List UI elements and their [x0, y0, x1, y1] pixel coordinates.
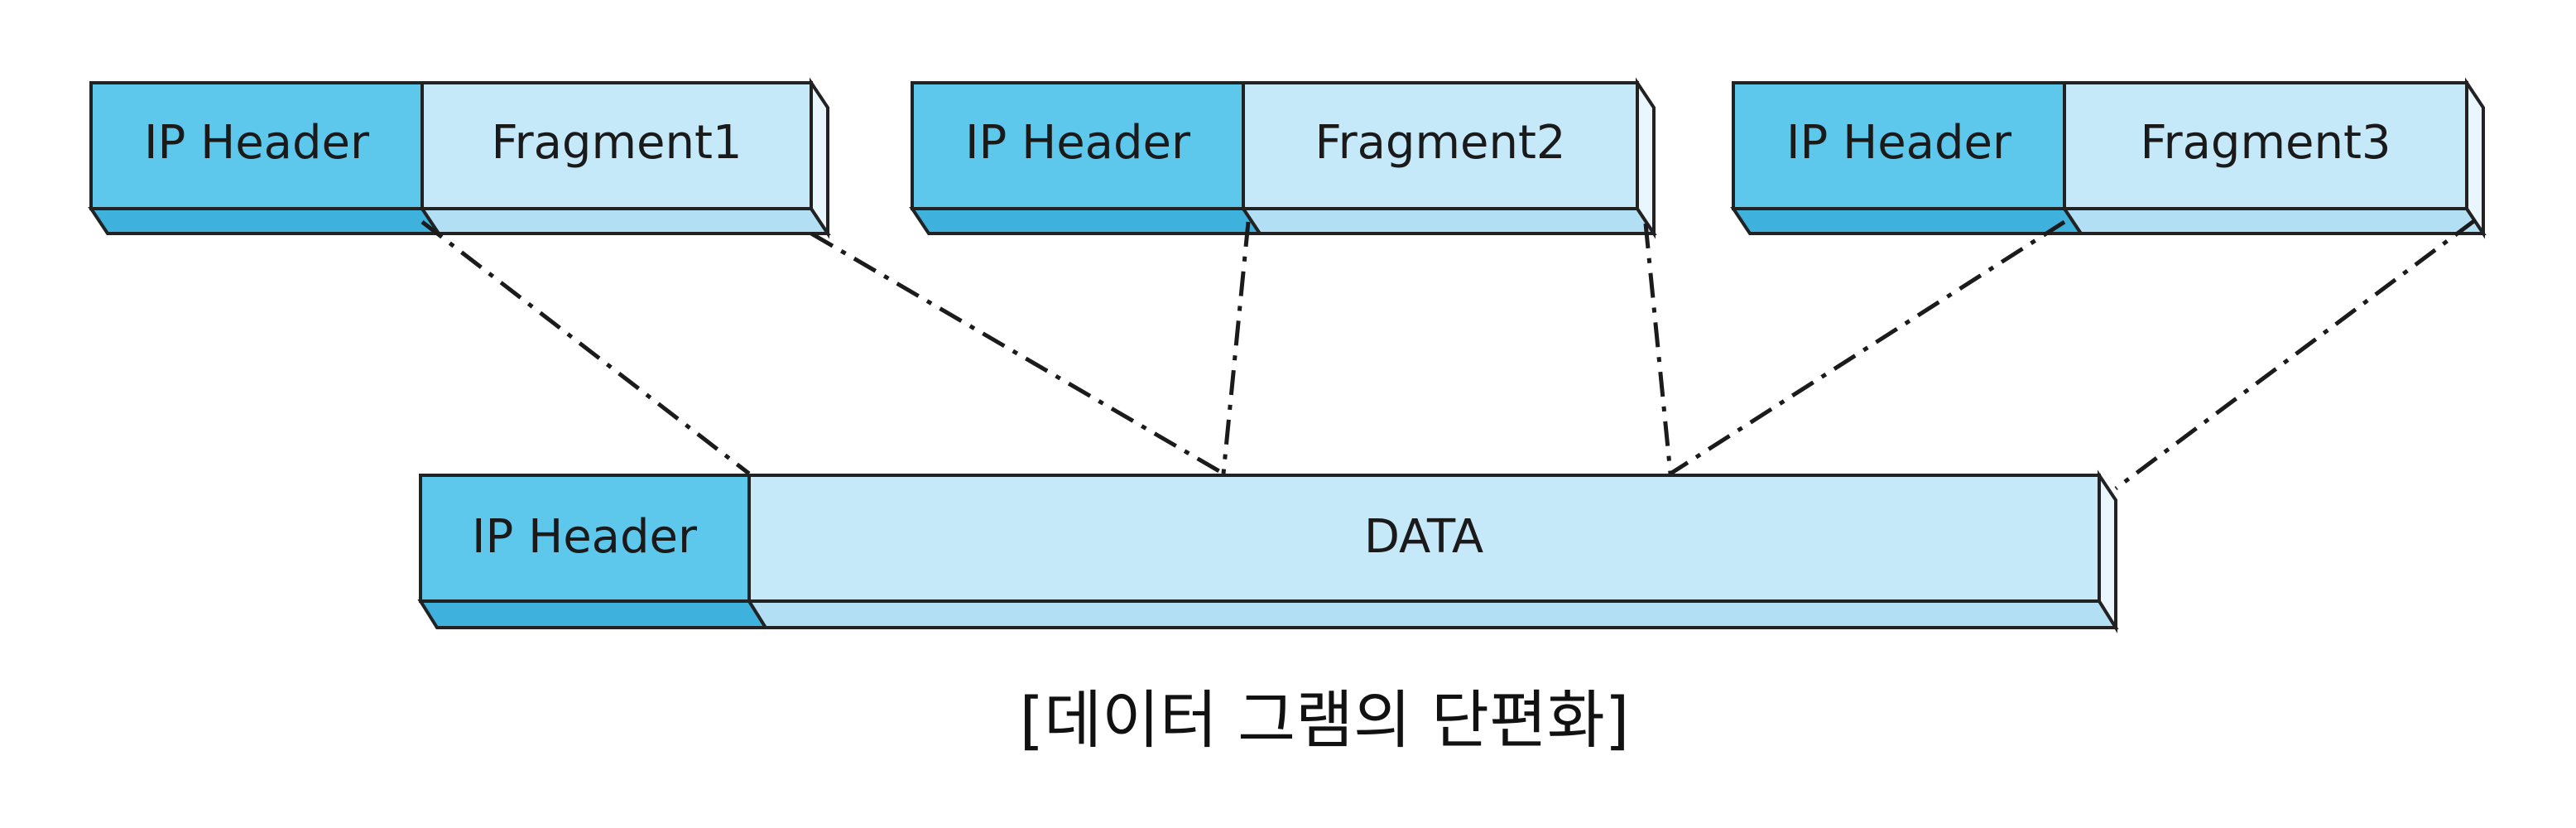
- fragment-2-side: [1636, 77, 1656, 239]
- datagram-data-label: DATA: [1364, 510, 1483, 564]
- datagram-header-bottom: [417, 599, 769, 629]
- original-datagram: IP Header DATA: [417, 469, 2119, 633]
- connector-f3-end: [2114, 218, 2477, 491]
- fragment-2-header-label: IP Header: [965, 116, 1191, 170]
- fragment-1-header-label: IP Header: [144, 116, 370, 170]
- fragment-3-data-bottom: [2061, 207, 2487, 235]
- fragment-1-label: Fragment1: [491, 116, 742, 170]
- fragment-1-data-box: [421, 81, 813, 210]
- datagram-side: [2098, 469, 2117, 633]
- connector-f1-start: [421, 220, 751, 475]
- fragment-2-label: Fragment2: [1314, 116, 1565, 170]
- datagram-header-box: [419, 474, 751, 603]
- fragment-2-data-bottom: [1240, 207, 1657, 235]
- fragment-1: IP Header Fragment1: [88, 77, 831, 239]
- connector-f2-start: [1221, 221, 1251, 474]
- connectors: [421, 218, 2477, 491]
- fragment-1-header-bottom: [88, 207, 442, 235]
- fragment-1-header-box: [89, 81, 424, 210]
- datagram-data-box: [747, 474, 2101, 603]
- connector-f2-end: [1643, 223, 1673, 474]
- fragment-3: IP Header Fragment3: [1730, 77, 2487, 239]
- fragment-1-data-bottom: [419, 207, 831, 235]
- datagram-header-label: IP Header: [472, 510, 698, 564]
- fragment-3-label: Fragment3: [2140, 116, 2391, 170]
- fragment-3-data-box: [2063, 81, 2468, 210]
- fragment-3-header-label: IP Header: [1786, 116, 2012, 170]
- fragment-1-side: [810, 77, 829, 239]
- connector-f3-start: [1669, 219, 2066, 476]
- fragment-2-header-box: [911, 81, 1245, 210]
- connector-f1-end: [810, 231, 1225, 476]
- fragment-2: IP Header Fragment2: [909, 77, 1657, 239]
- fragment-3-header-bottom: [1730, 207, 2084, 235]
- fragment-3-header-box: [1732, 81, 2066, 210]
- diagram-caption: [데이터 그램의 단편화]: [1020, 683, 1630, 757]
- datagram-data-bottom: [746, 599, 2119, 629]
- fragment-3-side: [2465, 77, 2485, 239]
- fragment-2-header-bottom: [909, 207, 1263, 235]
- fragment-2-data-box: [1242, 81, 1639, 210]
